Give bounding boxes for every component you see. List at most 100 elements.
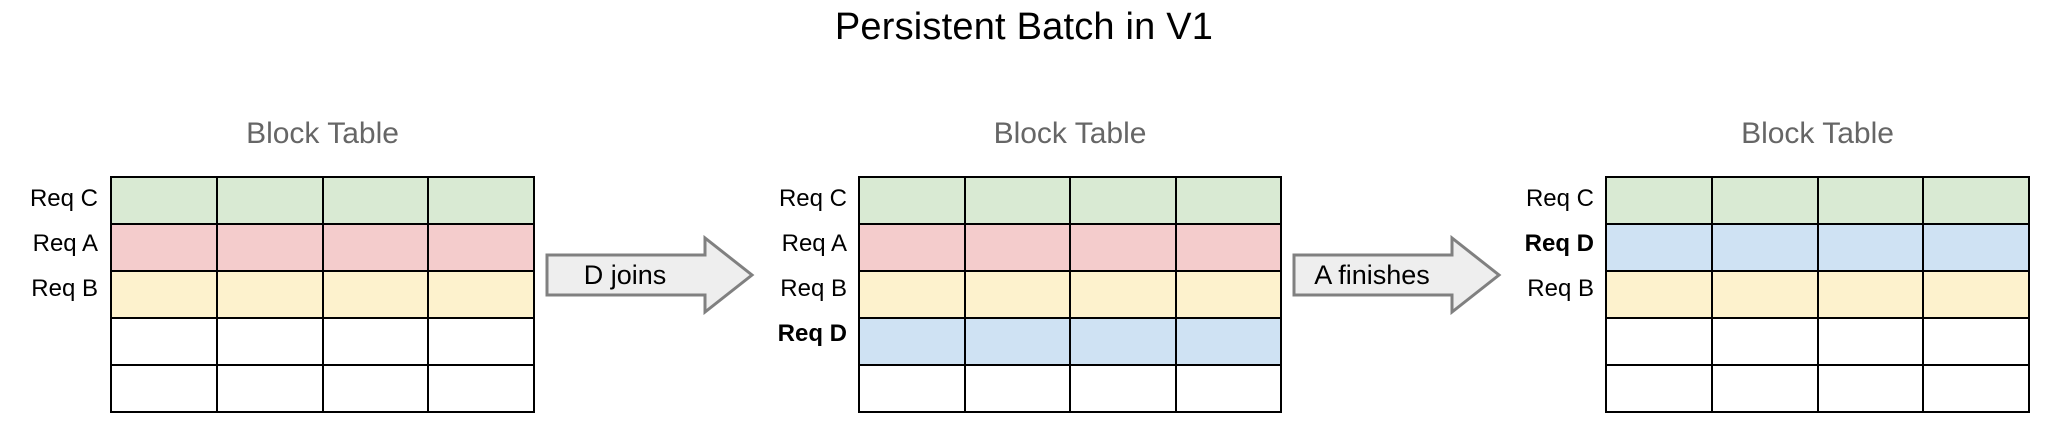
block-cell[interactable] [427,176,535,225]
block-cell[interactable] [1605,364,1713,413]
block-cell[interactable] [1069,270,1177,319]
table-row [110,364,535,413]
block-cell[interactable] [110,223,218,272]
block-cell[interactable] [215,270,324,319]
block-cell[interactable] [1605,176,1713,225]
row-label-list: Req C Req D Req B [1502,176,1594,401]
block-cell[interactable] [1710,270,1819,319]
panel-heading: Block Table [1741,117,1894,150]
panel-heading: Block Table [246,117,399,150]
table-row [858,317,1282,366]
block-cell[interactable] [1710,364,1819,413]
block-cell[interactable] [1816,270,1925,319]
block-cell[interactable] [321,270,430,319]
block-cell[interactable] [427,270,535,319]
block-cell[interactable] [963,317,1071,366]
table-row [858,364,1282,413]
table-row [858,270,1282,319]
block-cell[interactable] [1605,270,1713,319]
right-arrow-icon [545,235,755,315]
row-label: Req B [780,275,847,302]
block-cell[interactable] [963,223,1071,272]
block-cell[interactable] [215,176,324,225]
row-label: Req A [781,230,847,257]
block-cell[interactable] [1605,223,1713,272]
block-cell[interactable] [858,270,966,319]
block-cell[interactable] [1174,176,1282,225]
block-cell[interactable] [321,364,430,413]
block-cell[interactable] [1710,223,1819,272]
block-cell[interactable] [427,317,535,366]
block-cell[interactable] [215,317,324,366]
page-title: Persistent Batch in V1 [834,6,1214,48]
block-cell[interactable] [427,223,535,272]
block-cell[interactable] [110,270,218,319]
table-row [1605,317,2030,366]
block-cell[interactable] [110,176,218,225]
row-label: Req C [1525,185,1594,212]
block-cell[interactable] [1069,223,1177,272]
row-label-list: Req C Req A Req B [0,176,98,401]
block-cell[interactable] [1922,223,2030,272]
arrow-label: D joins [583,259,667,290]
row-label: Req C [29,185,98,212]
transition-arrow-d-joins: D joins [545,235,755,315]
right-arrow-icon [1292,235,1502,315]
block-cell[interactable] [1816,223,1925,272]
block-table-panel-1: Block Table Req C Req A Req B [0,0,535,421]
block-cell[interactable] [1816,317,1925,366]
block-cell[interactable] [215,364,324,413]
block-cell[interactable] [1069,176,1177,225]
row-label: Req D [777,320,847,347]
block-cell[interactable] [858,223,966,272]
block-cell[interactable] [1174,223,1282,272]
block-cell[interactable] [963,364,1071,413]
transition-arrow-a-finishes: A finishes [1292,235,1502,315]
row-label: Req A [32,230,98,257]
block-cell[interactable] [1605,317,1713,366]
table-row [110,270,535,319]
block-cell[interactable] [427,364,535,413]
block-cell[interactable] [858,317,966,366]
block-cell[interactable] [1922,364,2030,413]
block-cell[interactable] [1174,364,1282,413]
block-table [858,176,1282,413]
row-label: Req B [1527,275,1594,302]
block-table-panel-3: Block Table Req C Req D Req B [1502,0,2030,421]
panel-heading: Block Table [993,117,1147,150]
block-cell[interactable] [1174,317,1282,366]
block-cell[interactable] [1710,176,1819,225]
table-row [110,317,535,366]
block-cell[interactable] [1069,364,1177,413]
table-row [110,176,535,225]
block-cell[interactable] [1816,176,1925,225]
block-cell[interactable] [963,270,1071,319]
table-row [858,176,1282,225]
block-cell[interactable] [321,223,430,272]
block-table [1605,176,2030,413]
row-label-list: Req C Req A Req B Req D [755,176,847,401]
block-cell[interactable] [858,176,966,225]
block-cell[interactable] [215,223,324,272]
table-row [1605,364,2030,413]
block-cell[interactable] [858,364,966,413]
table-row [858,223,1282,272]
arrow-label: A finishes [1314,259,1430,290]
table-row [1605,176,2030,225]
block-cell[interactable] [1069,317,1177,366]
block-cell[interactable] [1710,317,1819,366]
row-label: Req B [31,275,98,302]
block-cell[interactable] [321,176,430,225]
block-cell[interactable] [110,364,218,413]
block-cell[interactable] [110,317,218,366]
block-cell[interactable] [1922,317,2030,366]
table-row [1605,223,2030,272]
block-cell[interactable] [963,176,1071,225]
block-cell[interactable] [321,317,430,366]
block-table-panel-2: Block Table Req C Req A Req B Req D [755,0,1282,421]
block-cell[interactable] [1816,364,1925,413]
block-cell[interactable] [1922,270,2030,319]
block-cell[interactable] [1174,270,1282,319]
block-cell[interactable] [1922,176,2030,225]
row-label: Req D [1524,230,1594,257]
